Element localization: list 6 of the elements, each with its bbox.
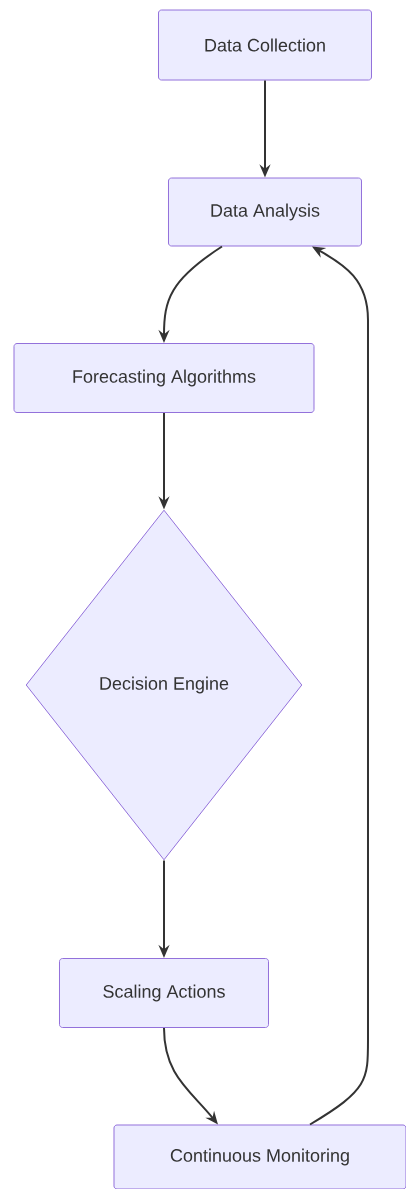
- process-box: Data Analysis: [168, 177, 362, 247]
- process-box: Data Collection: [158, 9, 372, 81]
- process-box: Continuous Monitoring: [113, 1124, 406, 1189]
- process-box: Scaling Actions: [59, 958, 269, 1028]
- process-box: Forecasting Algorithms: [13, 343, 315, 413]
- arrow: [309, 246, 369, 1126]
